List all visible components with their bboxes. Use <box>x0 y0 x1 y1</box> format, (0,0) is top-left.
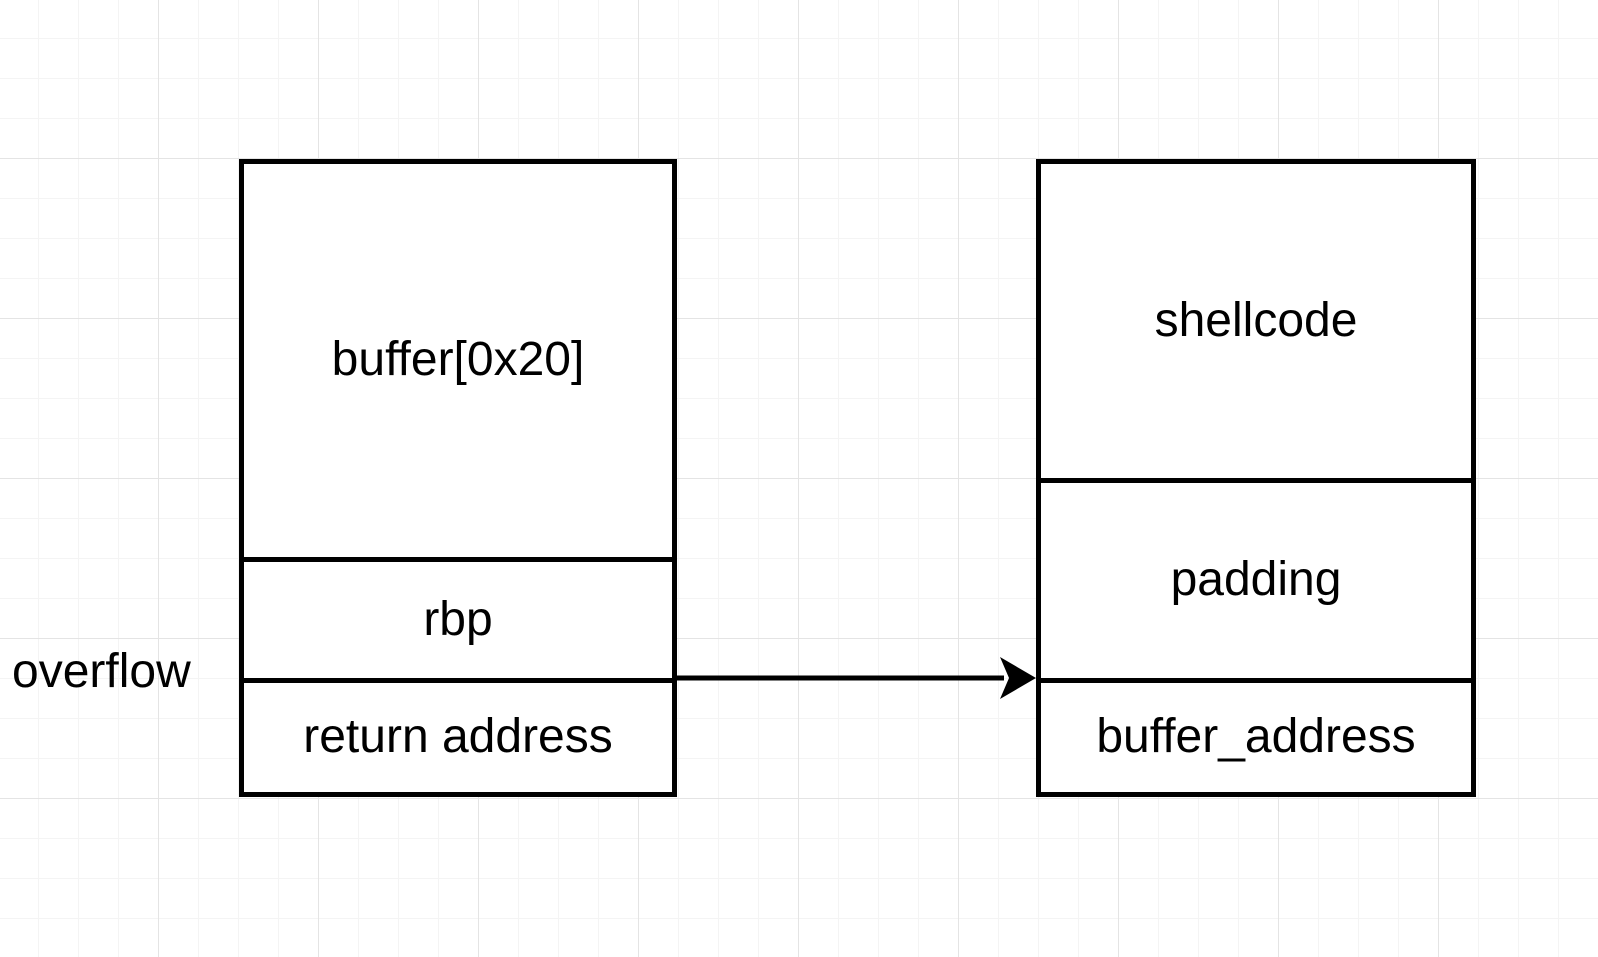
overflow-arrow-label: overflow <box>12 645 191 698</box>
stack-section-rbp: rbp <box>244 557 672 678</box>
stack-section-buffer: buffer[0x20] <box>244 164 672 557</box>
padding-label: padding <box>1170 553 1342 607</box>
payload-box: shellcode padding buffer_address <box>1036 159 1476 797</box>
payload-section-buffer-address: buffer_address <box>1041 678 1471 792</box>
rbp-label: rbp <box>423 592 493 646</box>
shellcode-label: shellcode <box>1154 293 1358 347</box>
stack-section-return-address: return address <box>244 678 672 792</box>
stack-frame-box: buffer[0x20] rbp return address <box>239 159 677 797</box>
buffer-address-label: buffer_address <box>1096 710 1416 764</box>
overflow-arrowhead-icon <box>1000 657 1036 699</box>
payload-section-shellcode: shellcode <box>1041 164 1471 478</box>
buffer-label: buffer[0x20] <box>331 333 585 387</box>
return-address-label: return address <box>303 710 613 764</box>
payload-section-padding: padding <box>1041 478 1471 678</box>
overflow-arrow <box>677 657 1036 699</box>
